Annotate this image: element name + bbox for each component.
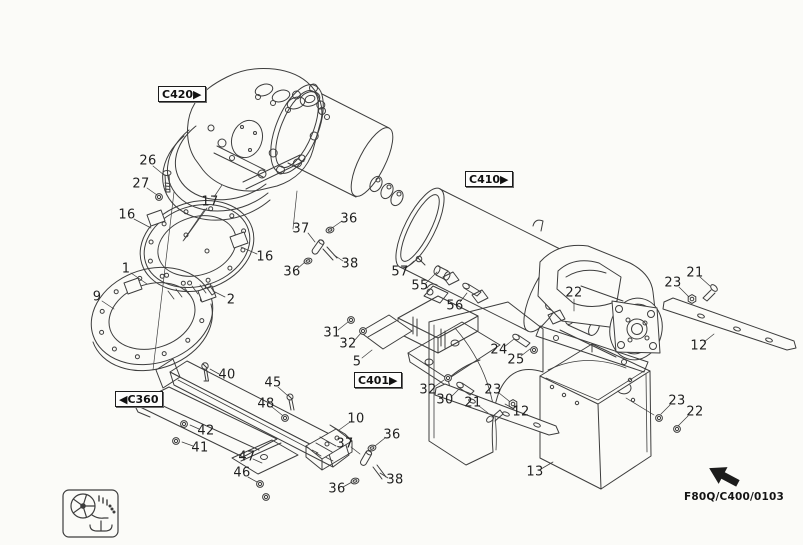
- ref-box-C420[interactable]: C420▶: [158, 86, 206, 102]
- part-callout-32: 32: [339, 336, 357, 352]
- collector-box: [539, 343, 652, 490]
- part-callout-41: 41: [191, 440, 209, 456]
- part-callout-36: 36: [328, 481, 346, 497]
- part-callout-37: 37: [292, 221, 310, 237]
- fasteners: [155, 170, 718, 501]
- support-beam: [133, 358, 353, 475]
- part-callout-46: 46: [233, 465, 251, 481]
- part-callout-48: 48: [257, 396, 275, 412]
- part-callout-23: 23: [668, 393, 686, 409]
- mount-strip-mid: [434, 383, 560, 436]
- part-callout-57: 57: [391, 264, 409, 280]
- ref-box-C401[interactable]: C401▶: [354, 372, 402, 388]
- ref-box-C410[interactable]: C410▶: [465, 171, 513, 187]
- part-callout-36: 36: [340, 211, 358, 227]
- part-callout-27: 27: [132, 176, 150, 192]
- chute-panel: [428, 301, 544, 466]
- part-callout-31: 31: [323, 325, 341, 341]
- part-callout-56: 56: [446, 298, 464, 314]
- part-callout-42: 42: [197, 423, 215, 439]
- part-callout-21: 21: [464, 395, 482, 411]
- part-callout-40: 40: [218, 367, 236, 383]
- flange-ring-upper: [139, 199, 255, 293]
- part-callout-22: 22: [686, 404, 704, 420]
- part-callout-5: 5: [352, 354, 362, 370]
- gearbox-housing: [162, 68, 330, 221]
- part-callout-37: 37: [336, 436, 354, 452]
- ref-box-C360[interactable]: ◀C360: [115, 391, 163, 407]
- part-callout-12: 12: [512, 404, 530, 420]
- part-callout-36: 36: [383, 427, 401, 443]
- upper-cylinder: [287, 93, 404, 207]
- flange-ring-lower: [90, 266, 217, 372]
- part-callout-26: 26: [139, 153, 157, 169]
- part-callout-55: 55: [411, 278, 429, 294]
- part-callout-22: 22: [565, 285, 583, 301]
- direction-arrow-icon: [709, 467, 740, 487]
- part-callout-24: 24: [490, 342, 508, 358]
- part-callout-16: 16: [256, 249, 274, 265]
- part-callout-38: 38: [341, 256, 359, 272]
- part-callout-1: 1: [121, 261, 131, 277]
- part-callout-21: 21: [686, 265, 704, 281]
- part-callout-45: 45: [264, 375, 282, 391]
- part-callout-10: 10: [347, 411, 365, 427]
- figure-code: F80Q/C400/0103: [684, 491, 785, 503]
- part-callout-16: 16: [118, 207, 136, 223]
- part-callout-12: 12: [690, 338, 708, 354]
- brand-logo-icon: [62, 489, 119, 538]
- part-callout-47: 47: [238, 449, 256, 465]
- part-callout-23: 23: [484, 382, 502, 398]
- motor-assembly: [535, 244, 663, 373]
- part-callout-23: 23: [664, 275, 682, 291]
- mount-bracket: [359, 283, 501, 389]
- part-callout-38: 38: [386, 472, 404, 488]
- part-callout-9: 9: [92, 289, 102, 305]
- part-callout-2: 2: [226, 292, 236, 308]
- part-callout-25: 25: [507, 352, 525, 368]
- part-callout-17: 17: [201, 194, 219, 210]
- part-callout-30: 30: [436, 392, 454, 408]
- part-callout-36: 36: [283, 264, 301, 280]
- part-callout-32: 32: [419, 382, 437, 398]
- mount-strip-top: [662, 297, 797, 351]
- leader-lines: [101, 165, 715, 488]
- part-callout-13: 13: [526, 464, 544, 480]
